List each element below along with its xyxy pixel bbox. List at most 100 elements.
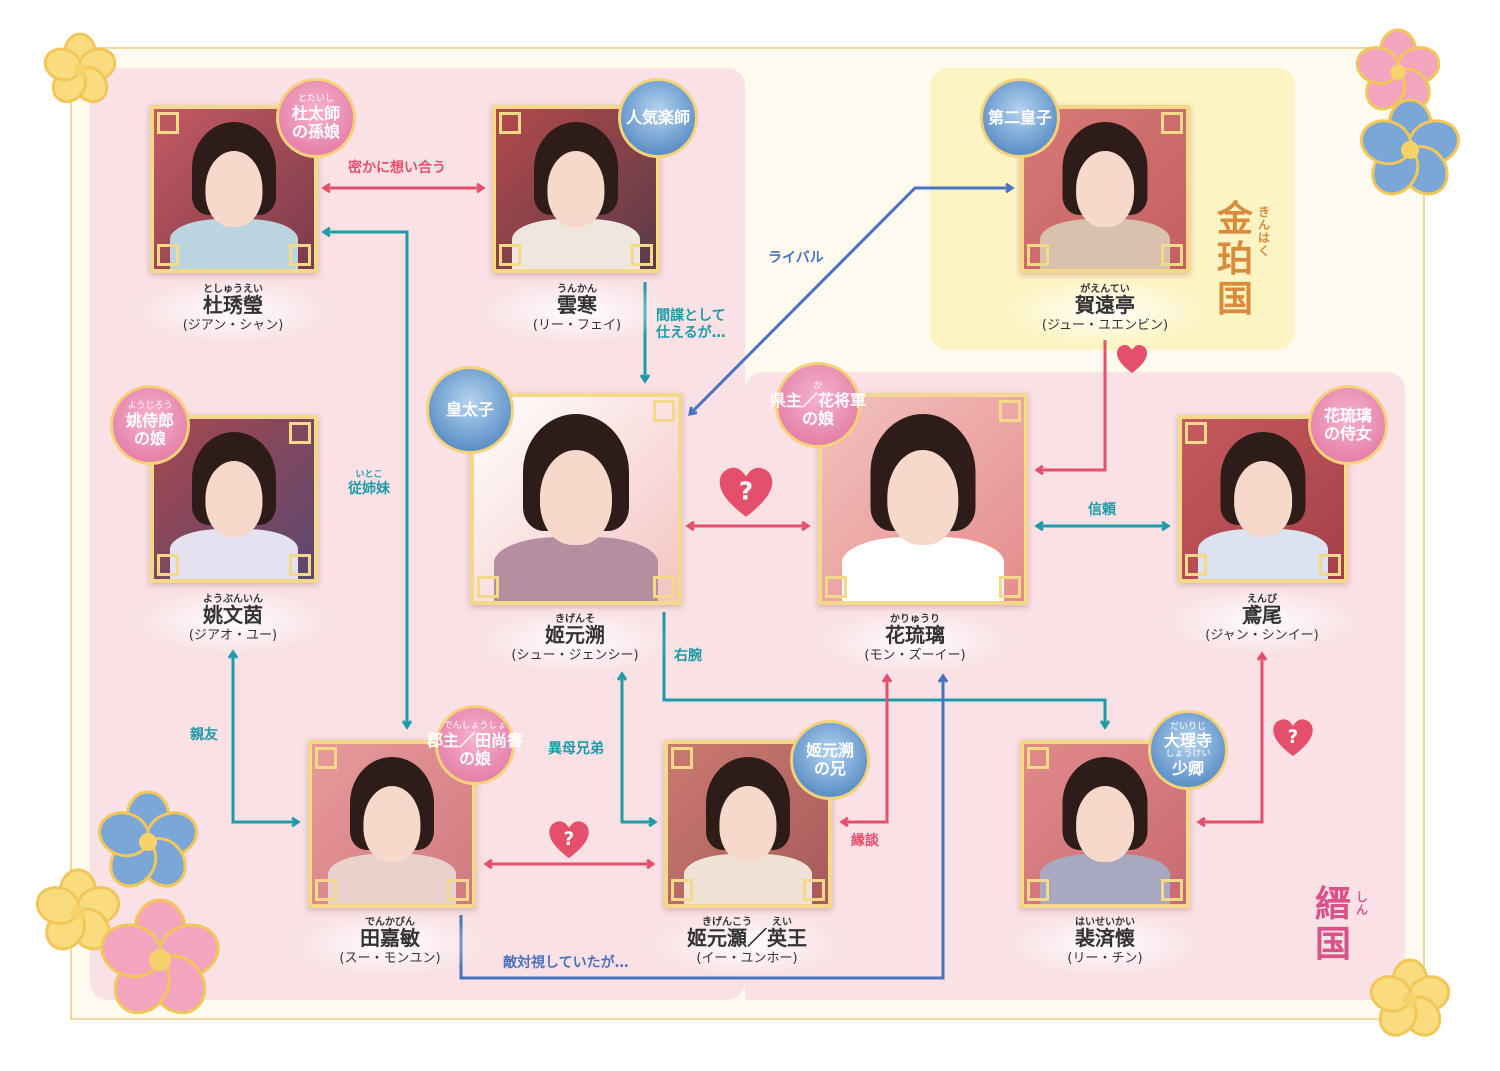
relation-label-text: 信頼 — [1088, 502, 1116, 518]
relation-label-text: 異母兄弟 — [548, 741, 604, 757]
frame-corner-ornament — [157, 112, 179, 134]
character-portrait[interactable] — [1020, 105, 1190, 273]
character-name-block: はいせいかい裴済懐(リー・チン) — [1005, 911, 1205, 978]
relation-label-text: 間諜として — [656, 308, 726, 324]
role-badge-ruby: でんしょうしょ — [443, 721, 507, 732]
character-furigana: としゅうえい — [203, 284, 263, 295]
relation-label: 右腕 — [674, 648, 702, 665]
frame-corner-ornament — [671, 747, 693, 769]
actor-name: (ジアオ・ユー) — [188, 628, 278, 643]
character-portrait[interactable] — [150, 105, 318, 273]
frame-corner-ornament — [1161, 879, 1183, 901]
role-badge: 姬元溯の兄 — [790, 720, 870, 800]
relation-label-text: 親友 — [190, 727, 218, 743]
role-badge-text: の娘 — [133, 428, 166, 448]
relation-label-text: 縁談 — [851, 833, 879, 849]
relation-label-ruby: いとこ — [355, 470, 383, 480]
character-furigana: がえんてい — [1080, 284, 1130, 295]
relation-label-text: 従姉妹 — [348, 480, 390, 497]
role-badge-text: 大理寺 — [1163, 731, 1212, 751]
frame-corner-ornament — [289, 422, 311, 444]
line-love-he — [1037, 340, 1107, 470]
frame-corner-ornament — [631, 244, 653, 266]
frame-corner-ornament — [499, 112, 521, 134]
role-badge-text: 花琉璃 — [1323, 406, 1372, 426]
portrait-robe — [1040, 853, 1170, 904]
portrait-face — [539, 450, 613, 546]
character-name-block: としゅうえい杜琇瑩(ジアン・シャン) — [133, 278, 333, 345]
frame-corner-ornament — [315, 747, 337, 769]
character-name: 花琉璃 — [885, 623, 945, 647]
heart-icon: ? — [718, 466, 774, 522]
actor-name: (モン・ズーイー) — [864, 648, 966, 663]
line-half-brothers — [622, 674, 655, 822]
flower-decoration — [1369, 958, 1451, 1037]
country-label: 縉国しん — [1313, 885, 1368, 965]
frame-corner-ornament — [999, 576, 1021, 598]
character-portrait[interactable] — [1178, 415, 1348, 583]
portrait-robe — [1040, 218, 1170, 269]
frame-corner-ornament — [653, 400, 675, 422]
role-badge: 第二皇子 — [980, 78, 1060, 158]
actor-name: (イー・ユンホー) — [696, 951, 798, 966]
frame-corner-ornament — [803, 879, 825, 901]
role-badge-text: の娘 — [801, 408, 834, 428]
portrait-robe — [512, 218, 640, 269]
relation-label: いとこ従姉妹 — [348, 470, 390, 498]
frame-corner-ornament — [671, 879, 693, 901]
frame-corner-ornament — [1185, 422, 1207, 444]
flower-decoration — [43, 32, 117, 104]
role-badge-text: 少卿 — [1171, 758, 1204, 778]
character-name: 姬元溯 — [545, 623, 605, 647]
line-cousins — [324, 232, 407, 727]
portrait-robe — [1198, 528, 1328, 579]
line-love-yuanwei — [1199, 654, 1262, 822]
character-portrait[interactable] — [470, 393, 682, 605]
relation-label-text: 密かに想い合う — [348, 160, 446, 176]
character-name: 雲寒 — [557, 293, 597, 317]
relation-label-text: 敵対視していたが… — [503, 955, 629, 971]
relation-label: 敵対視していたが… — [503, 955, 629, 972]
character-name-block: でんかびん田嘉敏(スー・モンユン) — [290, 911, 490, 978]
frame-corner-ornament — [157, 244, 179, 266]
frame-corner-ornament — [499, 244, 521, 266]
role-badge-ruby: とたいし — [297, 94, 334, 105]
frame-corner-ornament — [999, 400, 1021, 422]
role-badge: とたいし杜太師の孫娘 — [276, 78, 356, 158]
relation-label: 信頼 — [1088, 502, 1116, 519]
actor-name: (ジュー・ユエンビン) — [1041, 318, 1169, 333]
role-badge-ruby: だいりじ — [1169, 721, 1206, 732]
character-portrait[interactable] — [150, 415, 318, 583]
role-badge-text: 第二皇子 — [987, 108, 1052, 128]
actor-name: (ジャン・シンイー) — [1205, 628, 1319, 643]
country-name-char: 珀 — [1216, 239, 1253, 280]
role-badge-text: の侍女 — [1323, 424, 1372, 443]
portrait-robe — [684, 853, 812, 904]
country-label: 金珀国きんはく — [1215, 200, 1270, 320]
role-badge: 皇太子 — [426, 366, 514, 454]
frame-corner-ornament — [447, 879, 469, 901]
character-furigana: ようぶんいん — [203, 594, 263, 605]
frame-corner-ornament — [289, 554, 311, 576]
role-badge-ruby: か — [813, 381, 823, 392]
portrait-face — [887, 450, 959, 546]
portrait-robe — [328, 853, 456, 904]
question-mark: ? — [1288, 727, 1299, 748]
character-portrait[interactable] — [818, 393, 1028, 605]
role-badge: 花琉璃の侍女 — [1308, 385, 1388, 465]
character-name: 姚文茵 — [203, 603, 263, 627]
role-badge-text: の兄 — [813, 759, 846, 778]
character-name-block: ようぶんいん姚文茵(ジアオ・ユー) — [133, 588, 333, 655]
country-name-char: 国 — [1314, 924, 1351, 965]
actor-name: (シュー・ジェンシー) — [511, 648, 639, 663]
role-badge-text: 杜太師 — [291, 104, 340, 124]
portrait-face — [363, 786, 421, 862]
character-name: 田嘉敏 — [360, 926, 420, 950]
role-badge: 人気楽師 — [618, 78, 698, 158]
portrait-robe — [842, 537, 1004, 601]
relation-label-text: 仕えるが… — [656, 324, 726, 341]
flower-decoration — [1355, 28, 1441, 111]
role-badge-ruby: ようじろう — [127, 401, 173, 412]
role-badge: だいりじ大理寺しょうけい少卿 — [1148, 710, 1228, 790]
character-portrait[interactable] — [1020, 740, 1190, 908]
